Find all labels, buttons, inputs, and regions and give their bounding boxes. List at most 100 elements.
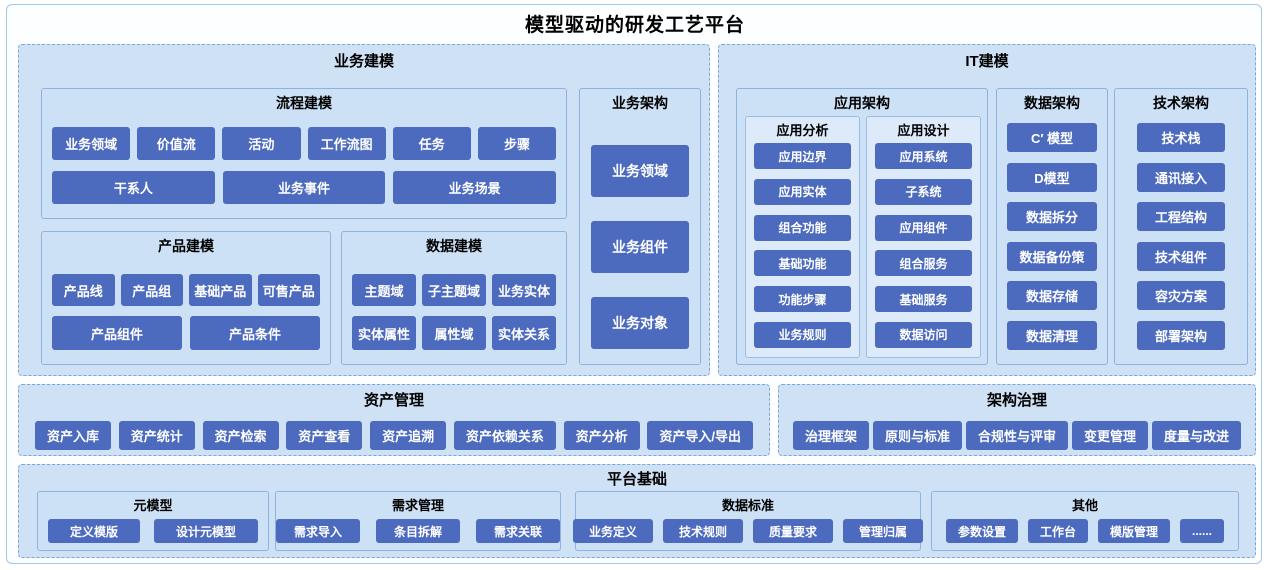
others-title: 其他 (1071, 498, 1098, 513)
tech-architecture-chip: 技术组件 (1137, 241, 1225, 271)
business-modeling-title: 业务建模 (333, 53, 394, 70)
business-architecture-chip: 业务组件 (591, 221, 689, 273)
tech-architecture-chip: 技术栈 (1137, 123, 1225, 152)
panel-others: 其他 参数设置 工作台 模版管理 ...... (931, 491, 1239, 551)
data-modeling-chip: 业务实体 (492, 274, 556, 306)
it-modeling-title: IT建模 (965, 53, 1009, 70)
panel-tech-architecture: 技术架构 技术栈 通讯接入 工程结构 技术组件 容灾方案 部署架构 (1114, 88, 1248, 365)
data-architecture-chip: 数据清理 (1007, 320, 1097, 350)
governance-list: 治理框架 原则与标准 合规性与评审 变更管理 度量与改进 (793, 421, 1241, 450)
governance-title: 架构治理 (986, 392, 1047, 409)
requirements-chip: 需求关联 (476, 519, 561, 543)
data-modeling-chip: 主题域 (352, 274, 416, 306)
data-architecture-chip: 数据备份策 (1007, 241, 1097, 271)
process-modeling-title: 流程建模 (276, 95, 332, 111)
process-row-1: 业务领域 价值流 活动 工作流图 任务 步骤 (52, 127, 557, 160)
product-row-2: 产品组件 产品条件 (52, 316, 320, 350)
tech-architecture-title: 技术架构 (1153, 95, 1209, 111)
product-chip: 可售产品 (257, 274, 320, 306)
data-standard-list: 业务定义 技术规则 质量要求 管理归属 (572, 519, 924, 543)
governance-chip: 治理框架 (793, 421, 870, 450)
data-modeling-chip: 属性域 (422, 316, 486, 350)
tech-architecture-chip: 工程结构 (1137, 202, 1225, 232)
app-analysis-chip: 应用边界 (754, 143, 851, 169)
requirements-title: 需求管理 (391, 498, 444, 513)
data-modeling-title: 数据建模 (426, 238, 482, 254)
app-analysis-chip: 组合功能 (754, 214, 851, 241)
others-chip: 工作台 (1027, 519, 1088, 543)
asset-management-title: 资产管理 (363, 392, 424, 409)
data-architecture-list: C′ 模型 D模型 数据拆分 数据备份策 数据存储 数据清理 (1007, 123, 1097, 350)
app-design-title: 应用设计 (897, 123, 950, 138)
panel-data-standard: 数据标准 业务定义 技术规则 质量要求 管理归属 (572, 491, 924, 551)
governance-chip: 变更管理 (1071, 421, 1148, 450)
meta-model-list: 定义模版 设计元模型 (46, 519, 260, 543)
others-chip: 模版管理 (1098, 519, 1171, 543)
app-design-chip: 数据访问 (875, 321, 972, 348)
asset-chip: 资产统计 (118, 421, 195, 450)
data-architecture-chip: C′ 模型 (1007, 123, 1097, 152)
process-row-2: 干系人 业务事件 业务场景 (52, 171, 557, 204)
process-chip: 价值流 (137, 127, 216, 160)
panel-data-modeling: 数据建模 主题域 子主题域 业务实体 实体属性 属性域 实体关系 (341, 231, 567, 365)
data-architecture-chip: D模型 (1007, 162, 1097, 192)
asset-chip: 资产入库 (35, 421, 112, 450)
product-chip: 产品组件 (52, 316, 182, 350)
data-modeling-row-1: 主题域 子主题域 业务实体 (352, 274, 556, 306)
meta-model-title: 元模型 (133, 498, 173, 513)
app-design-list: 应用系统 子系统 应用组件 组合服务 基础服务 数据访问 (875, 143, 972, 348)
asset-chip: 资产查看 (286, 421, 363, 450)
process-chip: 工作流图 (307, 127, 386, 160)
data-standard-chip: 技术规则 (662, 519, 743, 543)
data-standard-chip: 业务定义 (572, 519, 653, 543)
others-list: 参数设置 工作台 模版管理 ...... (940, 519, 1230, 543)
subpanel-app-design: 应用设计 应用系统 子系统 应用组件 组合服务 基础服务 数据访问 (866, 116, 981, 358)
process-chip: 业务场景 (393, 171, 557, 204)
section-asset-management: 资产管理 资产入库 资产统计 资产检索 资产查看 资产追溯 资产依赖关系 资产分… (18, 384, 770, 456)
tech-architecture-chip: 通讯接入 (1137, 162, 1225, 192)
product-chip: 产品线 (52, 274, 115, 306)
app-design-chip: 子系统 (875, 178, 972, 205)
asset-management-list: 资产入库 资产统计 资产检索 资产查看 资产追溯 资产依赖关系 资产分析 资产导… (35, 421, 753, 450)
app-analysis-title: 应用分析 (776, 123, 829, 138)
data-modeling-chip: 实体关系 (492, 316, 556, 350)
requirements-chip: 需求导入 (275, 519, 360, 543)
app-design-chip: 应用系统 (875, 143, 972, 169)
app-analysis-chip: 基础功能 (754, 250, 851, 277)
business-architecture-chip: 业务领域 (591, 145, 689, 197)
business-architecture-chip: 业务对象 (591, 297, 689, 349)
asset-chip: 资产依赖关系 (453, 421, 556, 450)
data-architecture-chip: 数据存储 (1007, 281, 1097, 311)
governance-chip: 原则与标准 (872, 421, 962, 450)
process-chip: 业务领域 (52, 127, 131, 160)
others-chip: 参数设置 (945, 519, 1018, 543)
others-chip: ...... (1180, 519, 1225, 543)
data-standard-chip: 质量要求 (753, 519, 834, 543)
business-architecture-list: 业务领域 业务组件 业务对象 (591, 145, 689, 349)
panel-meta-model: 元模型 定义模版 设计元模型 (37, 491, 269, 551)
business-architecture-title: 业务架构 (612, 95, 668, 111)
app-design-chip: 应用组件 (875, 214, 972, 241)
data-modeling-chip: 实体属性 (352, 316, 416, 350)
asset-chip: 资产检索 (202, 421, 279, 450)
tech-architecture-chip: 容灾方案 (1137, 281, 1225, 311)
product-chip: 产品组 (120, 274, 183, 306)
data-modeling-row-2: 实体属性 属性域 实体关系 (352, 316, 556, 350)
tech-architecture-list: 技术栈 通讯接入 工程结构 技术组件 容灾方案 部署架构 (1137, 123, 1225, 350)
app-architecture-title: 应用架构 (834, 95, 890, 111)
meta-model-chip: 定义模版 (47, 519, 140, 543)
section-it-modeling: IT建模 应用架构 应用分析 应用边界 应用实体 组合功能 基础功能 功能步骤 … (718, 44, 1256, 376)
data-modeling-chip: 子主题域 (422, 274, 486, 306)
asset-chip: 资产追溯 (370, 421, 447, 450)
requirements-list: 需求导入 条目拆解 需求关联 (275, 519, 561, 543)
asset-chip: 资产导入/导出 (647, 421, 753, 450)
app-analysis-chip: 应用实体 (754, 178, 851, 205)
data-architecture-title: 数据架构 (1024, 95, 1080, 111)
panel-business-architecture: 业务架构 业务领域 业务组件 业务对象 (579, 88, 701, 365)
product-modeling-title: 产品建模 (158, 238, 214, 254)
meta-model-chip: 设计元模型 (154, 519, 259, 543)
requirements-chip: 条目拆解 (376, 519, 461, 543)
page-title: 模型驱动的研发工艺平台 (524, 15, 745, 36)
process-chip: 步骤 (477, 127, 557, 160)
